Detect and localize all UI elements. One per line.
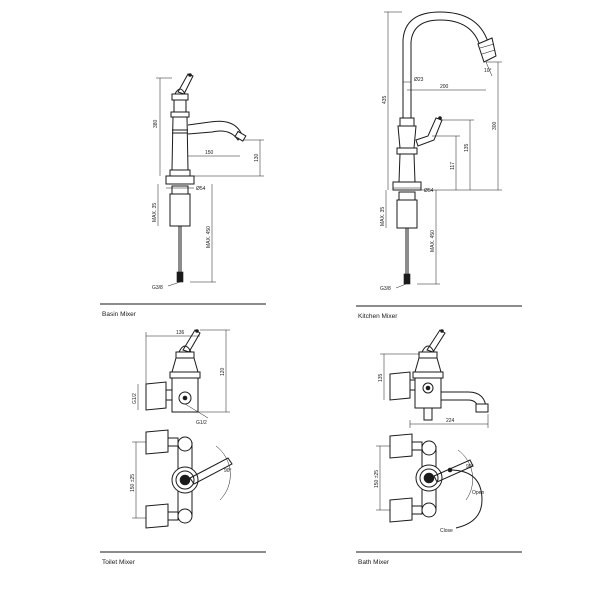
basin-spout-height-label: 130 <box>254 153 260 162</box>
bath-angle-label: 90° <box>466 464 474 470</box>
basin-hose-label: MAX. 450 <box>206 226 212 248</box>
cartridge-collar <box>171 93 189 101</box>
lower-column <box>398 153 416 183</box>
toilet-centres-label: 150 ±25 <box>130 474 136 492</box>
spout-outlet <box>475 403 489 413</box>
spout-head <box>477 37 497 63</box>
spout-collar <box>399 117 415 127</box>
kitchen-mixer-caption: Kitchen Mixer <box>358 313 398 320</box>
bath-mixer-caption: Bath Mixer <box>358 559 390 566</box>
basin-mixer-caption: Basin Mixer <box>102 311 137 318</box>
spout <box>187 120 243 141</box>
top-finial <box>174 88 186 95</box>
gooseneck-outer <box>402 11 489 118</box>
upper-ring <box>170 111 190 118</box>
basin-body-dia-label: Ø54 <box>196 186 206 192</box>
body-plan-core <box>423 472 435 484</box>
kitchen-thread-label: G3/8 <box>380 286 391 292</box>
kitchen-hose-label: MAX. 450 <box>430 230 436 252</box>
kitchen-max-deck-label: MAX. 35 <box>380 207 386 226</box>
toilet-height-label: 120 <box>220 367 226 376</box>
kitchen-angle-label: 10° <box>484 68 492 74</box>
side-valve <box>145 381 167 411</box>
upper-handle-plan <box>389 433 413 459</box>
lever-plan <box>189 457 233 485</box>
upper-body <box>397 125 417 149</box>
cartridge-body <box>173 99 187 113</box>
kitchen-height-label: 435 <box>382 95 388 104</box>
lever-plan <box>433 459 474 483</box>
base-flange <box>165 175 195 185</box>
kitchen-lower-height-label: 117 <box>450 162 456 170</box>
toilet-thread-bottom-label: G1/2 <box>196 420 207 426</box>
shank <box>396 199 418 229</box>
side-valve <box>389 371 411 401</box>
bath-centres-label: 150 ±25 <box>374 470 380 488</box>
aerator <box>234 130 247 142</box>
bath-mixer-drawing: 135 224 90° Open Close 150 ±25 Bath Mixe… <box>356 329 522 566</box>
bath-height-label: 135 <box>378 373 384 382</box>
bath-open-label: Open <box>472 490 484 496</box>
basin-height-label: 380 <box>153 119 159 128</box>
handle-cap <box>188 73 192 77</box>
toilet-angle-label: 90° <box>224 468 232 474</box>
kitchen-mixer-drawing: 435 Ø23 200 300 10° 135 117 Ø54 MAX. 35 … <box>356 11 522 320</box>
body-plan-core <box>179 474 191 486</box>
kitchen-handle-height-label: 135 <box>464 143 470 152</box>
toilet-thread-side-label: G1/2 <box>132 393 138 404</box>
toilet-mixer-caption: Toilet Mixer <box>102 559 136 566</box>
basin-thread-label: G3/8 <box>152 285 163 291</box>
upper-dome <box>171 357 199 373</box>
spout-plan <box>449 469 483 529</box>
body-ring <box>396 147 418 155</box>
upper-handle-plan <box>145 429 169 455</box>
toilet-width-label: 136 <box>176 330 185 336</box>
kitchen-body-dia-label: Ø54 <box>424 188 434 194</box>
body-collar <box>169 371 201 379</box>
main-column <box>171 116 189 171</box>
hose-end <box>176 271 184 283</box>
kitchen-tube-dia-label: Ø23 <box>414 77 424 83</box>
toilet-mixer-drawing: 136 120 G1/2 G1/2 90° 150 ±25 Toilet Mix… <box>100 329 266 566</box>
gooseneck-inner <box>410 19 481 118</box>
mixer-body <box>171 377 199 413</box>
lever-handle <box>182 329 201 353</box>
basin-reach-label: 150 <box>205 150 214 156</box>
kitchen-reach-label: 200 <box>440 84 449 90</box>
kitchen-outlet-height-label: 300 <box>492 121 498 130</box>
lever-handle <box>426 329 446 353</box>
deck-nut <box>171 185 189 195</box>
lower-handle-plan <box>145 503 169 529</box>
base-flange <box>392 181 422 191</box>
side-lever <box>415 117 443 147</box>
lower-handle-plan <box>389 497 413 523</box>
lever-handle <box>177 73 194 95</box>
bath-close-label: Close <box>440 528 453 534</box>
basin-mixer-drawing: 380 150 130 Ø54 MAX. 35 MAX. 450 G3/8 Ba… <box>100 73 266 318</box>
base-ring <box>169 169 191 177</box>
bath-width-label: 224 <box>446 418 455 424</box>
basin-max-deck-label: MAX. 35 <box>152 203 158 222</box>
shank <box>169 193 191 227</box>
